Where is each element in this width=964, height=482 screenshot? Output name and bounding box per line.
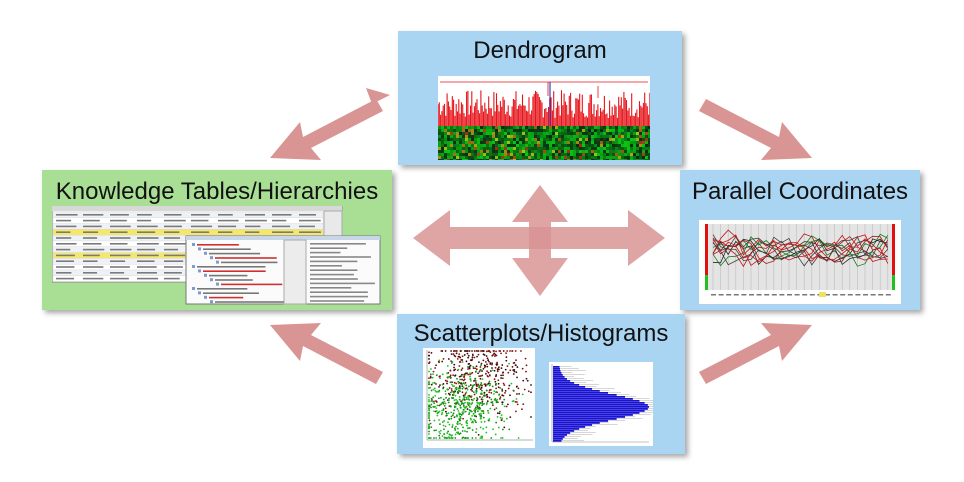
arrow-dendrogram-parallel <box>699 99 812 160</box>
parallel-coordinates-thumbnail <box>699 220 901 304</box>
dendrogram-panel: Dendrogram <box>398 31 682 165</box>
knowledge-title: Knowledge Tables/Hierarchies <box>55 178 379 205</box>
scatterplots-histograms-title: Scatterplots/Histograms <box>413 320 669 347</box>
arrow-knowledge-scatter <box>270 323 383 384</box>
knowledge-hierarchy <box>185 235 381 305</box>
scatterplots-histograms-panel: Scatterplots/Histograms <box>397 314 685 454</box>
arrow-parallel-scatter <box>699 323 812 384</box>
parallel-coordinates-panel: Parallel Coordinates <box>680 170 920 310</box>
dendrogram-thumbnail <box>438 76 650 160</box>
arrow-dendrogram-knowledge <box>270 88 390 160</box>
knowledge-table-thumbnail <box>52 206 381 305</box>
histogram-thumbnail <box>549 362 653 446</box>
scatterplot-thumbnail <box>423 348 535 448</box>
arrow-vertical-center <box>512 185 568 296</box>
knowledge-panel: Knowledge Tables/Hierarchies <box>42 170 392 310</box>
parallel-coordinates-title: Parallel Coordinates <box>691 178 909 205</box>
dendrogram-tree <box>438 81 650 128</box>
dendrogram-heatmap <box>438 126 650 160</box>
dendrogram-title: Dendrogram <box>473 37 607 64</box>
